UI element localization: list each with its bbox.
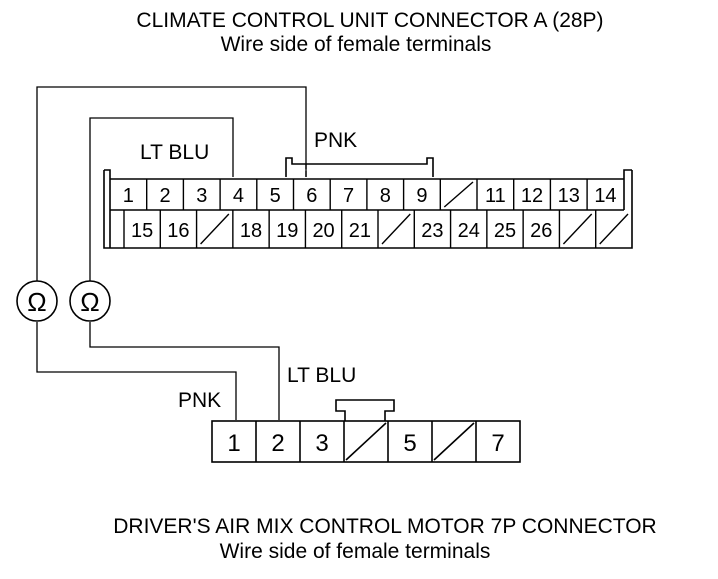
pin-label-7p: 1 — [227, 430, 240, 457]
empty-pin-slash — [599, 213, 629, 245]
bottom-connector-subtitle: Wire side of female terminals — [220, 540, 491, 563]
pin-label-28p: 15 — [131, 220, 153, 242]
pin-label-28p: 23 — [421, 220, 443, 242]
pin-label-28p: 18 — [240, 220, 262, 242]
pin-label-7p: 3 — [315, 430, 328, 457]
pin-label-28p: 4 — [233, 185, 244, 207]
connector-28p-row2: 15 16 18 19 20 21 23 24 25 26 — [123, 210, 629, 248]
pin-label-28p: 8 — [380, 185, 391, 207]
pin-label-28p: 16 — [167, 220, 189, 242]
pin-label-28p: 19 — [276, 220, 298, 242]
pin-label-7p: 2 — [271, 430, 284, 457]
wire-label-top-ltblu: LT BLU — [140, 141, 209, 164]
pin-label-28p: 1 — [123, 185, 134, 207]
pin-label-28p: 6 — [306, 185, 317, 207]
pin-label-28p: 12 — [521, 185, 543, 207]
pin-label-28p: 5 — [270, 185, 281, 207]
ohmmeter-left: Ω — [16, 280, 58, 322]
ohm-icon: Ω — [80, 287, 99, 317]
pin-label-28p: 9 — [416, 185, 427, 207]
connector-7p — [211, 399, 521, 463]
empty-pin-slash — [200, 213, 230, 245]
pin-label-28p: 24 — [458, 220, 480, 242]
pin-label-28p: 26 — [530, 220, 552, 242]
inner-wire — [89, 117, 280, 420]
pin-label-28p: 11 — [485, 185, 506, 207]
top-connector-title: CLIMATE CONTROL UNIT CONNECTOR A (28P) — [136, 9, 603, 32]
pin-label-28p: 7 — [343, 185, 354, 207]
wire-label-bottom-pnk: PNK — [178, 389, 221, 412]
pin-label-28p: 20 — [312, 220, 334, 242]
empty-pin-slash — [433, 422, 475, 461]
wire-label-bottom-ltblu: LT BLU — [287, 364, 356, 387]
connector-7p-pins: 1 2 3 5 7 — [227, 421, 505, 462]
outer-wire — [36, 86, 312, 420]
top-connector-subtitle: Wire side of female terminals — [221, 33, 492, 56]
pin-label-28p: 14 — [594, 185, 616, 207]
pin-label-28p: 2 — [159, 185, 170, 207]
pin-label-7p: 5 — [403, 430, 416, 457]
pin-label-28p: 3 — [196, 185, 207, 207]
pin-label-7p: 7 — [491, 430, 504, 457]
ohm-icon: Ω — [27, 287, 46, 317]
bottom-connector-title: DRIVER'S AIR MIX CONTROL MOTOR 7P CONNEC… — [113, 515, 656, 538]
empty-pin-slash — [345, 422, 387, 461]
ohmmeter-right: Ω — [69, 280, 111, 322]
empty-pin-slash — [443, 181, 474, 208]
pin-label-28p: 21 — [349, 220, 371, 242]
pin-label-28p: 25 — [494, 220, 516, 242]
empty-pin-slash — [381, 213, 411, 245]
wire-label-top-pnk: PNK — [314, 129, 357, 152]
empty-pin-slash — [562, 213, 593, 245]
pin-label-28p: 13 — [558, 185, 580, 207]
